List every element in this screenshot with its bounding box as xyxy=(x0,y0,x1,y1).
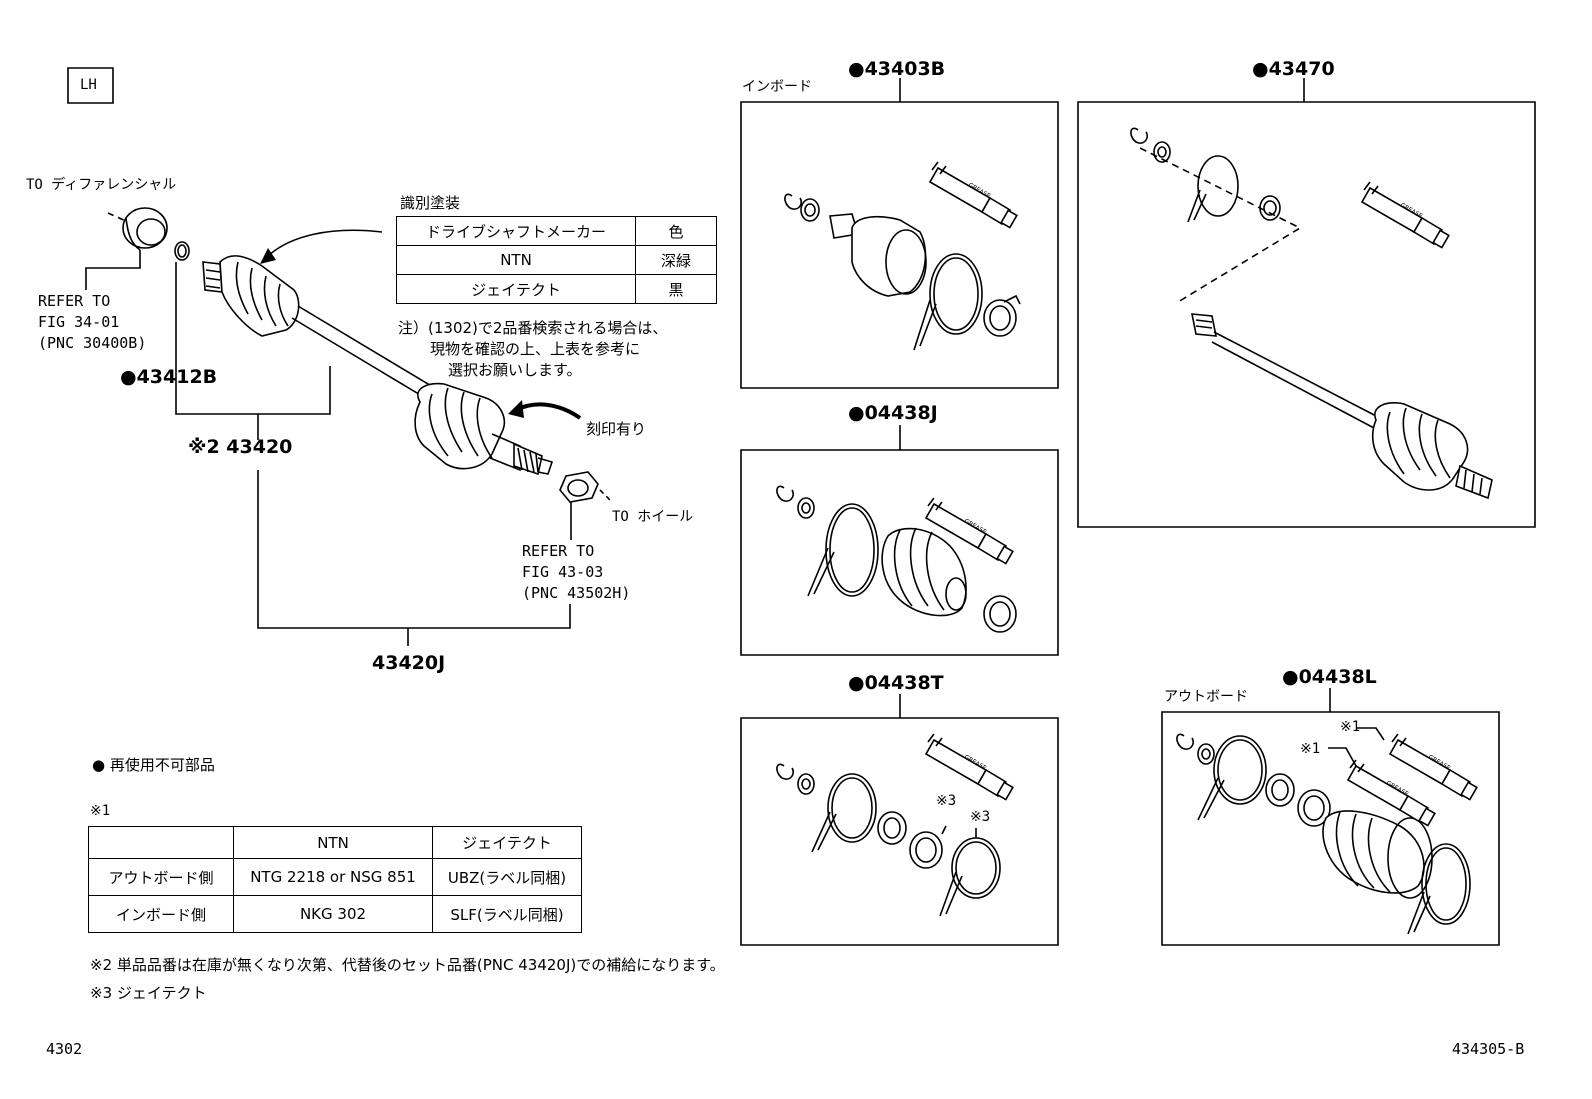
paint-cell: NTN xyxy=(396,245,636,275)
grease-header-cell xyxy=(88,826,234,859)
page-code: 4302 xyxy=(46,1040,83,1058)
kit-04438L-parts xyxy=(1176,728,1478,934)
drive-shaft xyxy=(203,256,552,474)
note-line-3: 選択お願いします。 xyxy=(448,361,582,379)
nonreusable-legend: ● 再使用不可部品 xyxy=(92,756,215,774)
note3-mark-a: ※3 xyxy=(936,793,957,809)
kit-04438J-parts xyxy=(776,485,1016,632)
hub-nut xyxy=(560,472,612,502)
note-line-1: 注）(1302)で2品番検索される場合は、 xyxy=(398,319,668,337)
arrow-marking xyxy=(516,404,580,418)
paint-table-note: 注）(1302)で2品番検索される場合は、 現物を確認の上、上表を参考に 選択お… xyxy=(398,318,667,381)
note1-mark-a: ※1 xyxy=(1340,719,1361,735)
paint-row: ジェイテクト黒 xyxy=(396,274,717,304)
refer-wheel-line-2: FIG 43-03 xyxy=(522,563,604,581)
refer-line-3: (PNC 30400B) xyxy=(38,334,147,352)
paint-cell: 黒 xyxy=(635,274,717,304)
part-04438T: ●04438T xyxy=(848,672,944,694)
part-43420: ※2 43420 xyxy=(188,436,293,458)
note1-label: ※1 xyxy=(90,803,111,819)
grease-cell: UBZ(ラベル同梱) xyxy=(432,858,582,896)
leader-diff xyxy=(86,250,140,290)
kit-04438T-parts xyxy=(776,733,1014,916)
to-wheel-label: TO ホイール xyxy=(612,509,694,525)
refer-line-2: FIG 34-01 xyxy=(38,313,120,331)
left-oil-seal xyxy=(108,208,167,250)
paint-cell: ドライブシャフトメーカー xyxy=(396,216,636,246)
grease-cell: NTG 2218 or NSG 851 xyxy=(233,858,433,896)
note3-mark-b: ※3 xyxy=(970,809,991,825)
paint-cell: 深緑 xyxy=(635,245,717,275)
paint-table-title: 識別塗装 xyxy=(400,194,461,212)
refer-fig-34-01: REFER TO FIG 34-01 (PNC 30400B) xyxy=(38,291,146,354)
leader-43412B xyxy=(176,262,330,414)
bracket-43420J xyxy=(258,470,570,628)
part-04438L: ●04438L xyxy=(1282,666,1377,688)
outboard-label: アウトボード xyxy=(1164,689,1248,705)
grease-header-cell: ジェイテクト xyxy=(432,826,582,859)
grease-cell: NKG 302 xyxy=(233,895,433,933)
refer-wheel-line-1: REFER TO xyxy=(522,542,595,560)
inboard-label: インボード xyxy=(742,79,812,95)
grease-row: インボード側 NKG 302 SLF(ラベル同梱) xyxy=(88,895,582,933)
box-04438J xyxy=(741,450,1058,655)
footnote-3: ※3 ジェイテクト xyxy=(90,984,207,1002)
drawing-code: 434305-B xyxy=(1452,1040,1525,1058)
grease-row: アウトボード側 NTG 2218 or NSG 851 UBZ(ラベル同梱) xyxy=(88,858,582,896)
lh-box xyxy=(68,68,113,103)
paint-cell: 色 xyxy=(635,216,717,246)
side-label: LH xyxy=(80,77,97,93)
box-04438T xyxy=(741,718,1058,945)
kit-43470-parts xyxy=(1130,127,1492,498)
part-43412B: ●43412B xyxy=(120,366,218,388)
part-43403B: ●43403B xyxy=(848,58,946,80)
part-43470: ●43470 xyxy=(1252,58,1335,80)
footnote-2: ※2 単品品番は在庫が無くなり次第、代替後のセット品番(PNC 43420J)で… xyxy=(90,956,725,974)
snap-ring xyxy=(175,242,189,260)
part-43420J: 43420J xyxy=(372,652,446,674)
box-43403B xyxy=(741,102,1058,388)
grease-cell: SLF(ラベル同梱) xyxy=(432,895,582,933)
grease-cell: インボード側 xyxy=(88,895,234,933)
grease-cell: アウトボード側 xyxy=(88,858,234,896)
box-04438L xyxy=(1162,712,1499,945)
paint-cell: ジェイテクト xyxy=(396,274,636,304)
refer-wheel-line-3: (PNC 43502H) xyxy=(522,584,631,602)
box-43470 xyxy=(1078,102,1535,527)
arrow-paint xyxy=(268,230,382,256)
grease-header-cell: NTN xyxy=(233,826,433,859)
to-differential-label: TO ディファレンシャル xyxy=(26,177,177,193)
refer-fig-43-03: REFER TO FIG 43-03 (PNC 43502H) xyxy=(522,541,630,604)
paint-row: ドライブシャフトメーカー色 xyxy=(396,216,717,246)
note1-mark-b: ※1 xyxy=(1300,741,1321,757)
grease-table: NTN ジェイテクト アウトボード側 NTG 2218 or NSG 851 U… xyxy=(88,826,582,933)
part-04438J: ●04438J xyxy=(848,402,938,424)
kit-43403B-parts xyxy=(784,161,1020,350)
refer-line-1: REFER TO xyxy=(38,292,111,310)
marking-label: 刻印有り xyxy=(586,420,647,438)
grease-header-row: NTN ジェイテクト xyxy=(88,826,582,859)
note-line-2: 現物を確認の上、上表を参考に xyxy=(430,340,641,358)
